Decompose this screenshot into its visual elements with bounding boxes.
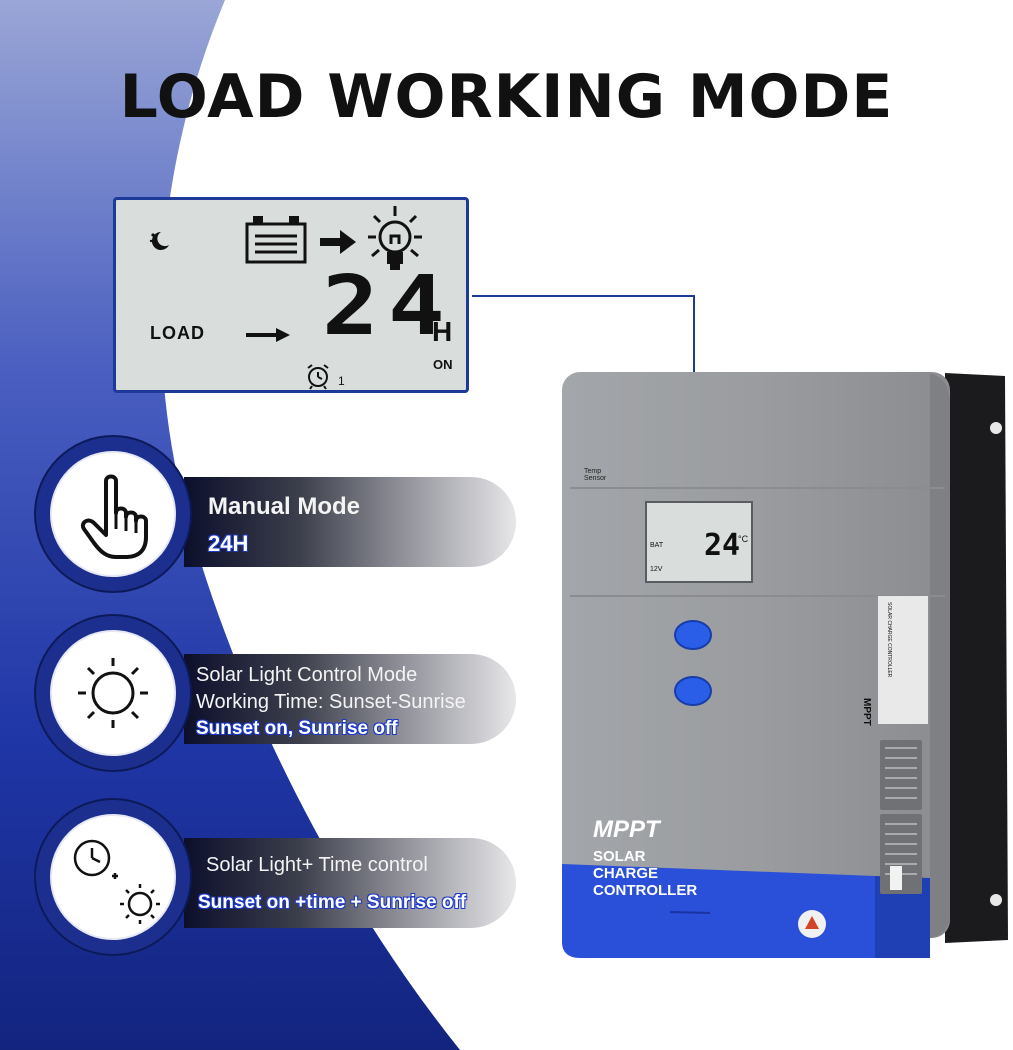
clock-plus-sun-icon xyxy=(73,839,160,924)
mode-solar-light-badge xyxy=(36,616,190,770)
temp-sensor-label: Temp Sensor xyxy=(584,468,607,482)
side-label-text: SOLAR CHARGE CONTROLLER xyxy=(886,602,892,678)
mode-solar-time-title: Solar Light+ Time control xyxy=(206,854,428,876)
load-arrow-icon xyxy=(246,328,290,342)
lcd-hours-value: 24 xyxy=(322,259,454,354)
lcd-hours-unit: H xyxy=(432,316,453,347)
lcd-load-label: LOAD xyxy=(150,323,205,343)
mode-solar-time-pill: Solar Light+ Time control Sunset on +tim… xyxy=(184,838,516,928)
mode-manual-badge xyxy=(36,437,190,591)
device-lcd-unit: °C xyxy=(738,534,749,544)
device-lcd-value: 24 xyxy=(704,528,741,563)
mode-solar-light-title: Solar Light Control Mode xyxy=(196,664,418,686)
night-moon-icon xyxy=(149,231,169,250)
mode-solar-time-highlight: Sunset on +time + Sunrise off xyxy=(198,892,467,913)
mode-solar-time-badge xyxy=(36,800,190,954)
mode-manual-title: Manual Mode xyxy=(208,493,361,520)
arrow-right-icon xyxy=(320,230,356,254)
mode-solar-light-pill: Solar Light Control Mode Working Time: S… xyxy=(184,654,516,744)
lcd-on-state: ON xyxy=(433,357,453,372)
mode-solar-light-highlight: Sunset on, Sunrise off xyxy=(196,718,398,739)
device-body xyxy=(562,372,1008,958)
alarm-clock-icon xyxy=(307,364,329,390)
mode-manual-subtitle: 24H xyxy=(208,531,249,556)
mode-solar-light-subtitle: Working Time: Sunset-Sunrise xyxy=(196,691,466,713)
mode-manual-pill: Manual Mode 24H xyxy=(184,477,516,567)
device-product-name: SOLAR CHARGE CONTROLLER xyxy=(593,848,698,899)
side-label-brand: MPPT xyxy=(861,698,872,726)
hand-pointer-icon xyxy=(81,474,148,559)
lcd-timer-number: 1 xyxy=(338,374,345,388)
device-lcd-bat: BAT xyxy=(650,542,664,549)
device-lcd-voltage: 12V xyxy=(650,566,663,573)
battery-icon xyxy=(245,216,307,264)
sun-icon xyxy=(78,658,148,728)
light-bulb-icon xyxy=(368,206,422,270)
page-title: LOAD WORKING MODE xyxy=(119,62,894,132)
lcd-callout: LOAD 24 H ON 1 xyxy=(113,197,469,393)
device-brand: MPPT xyxy=(593,816,660,843)
